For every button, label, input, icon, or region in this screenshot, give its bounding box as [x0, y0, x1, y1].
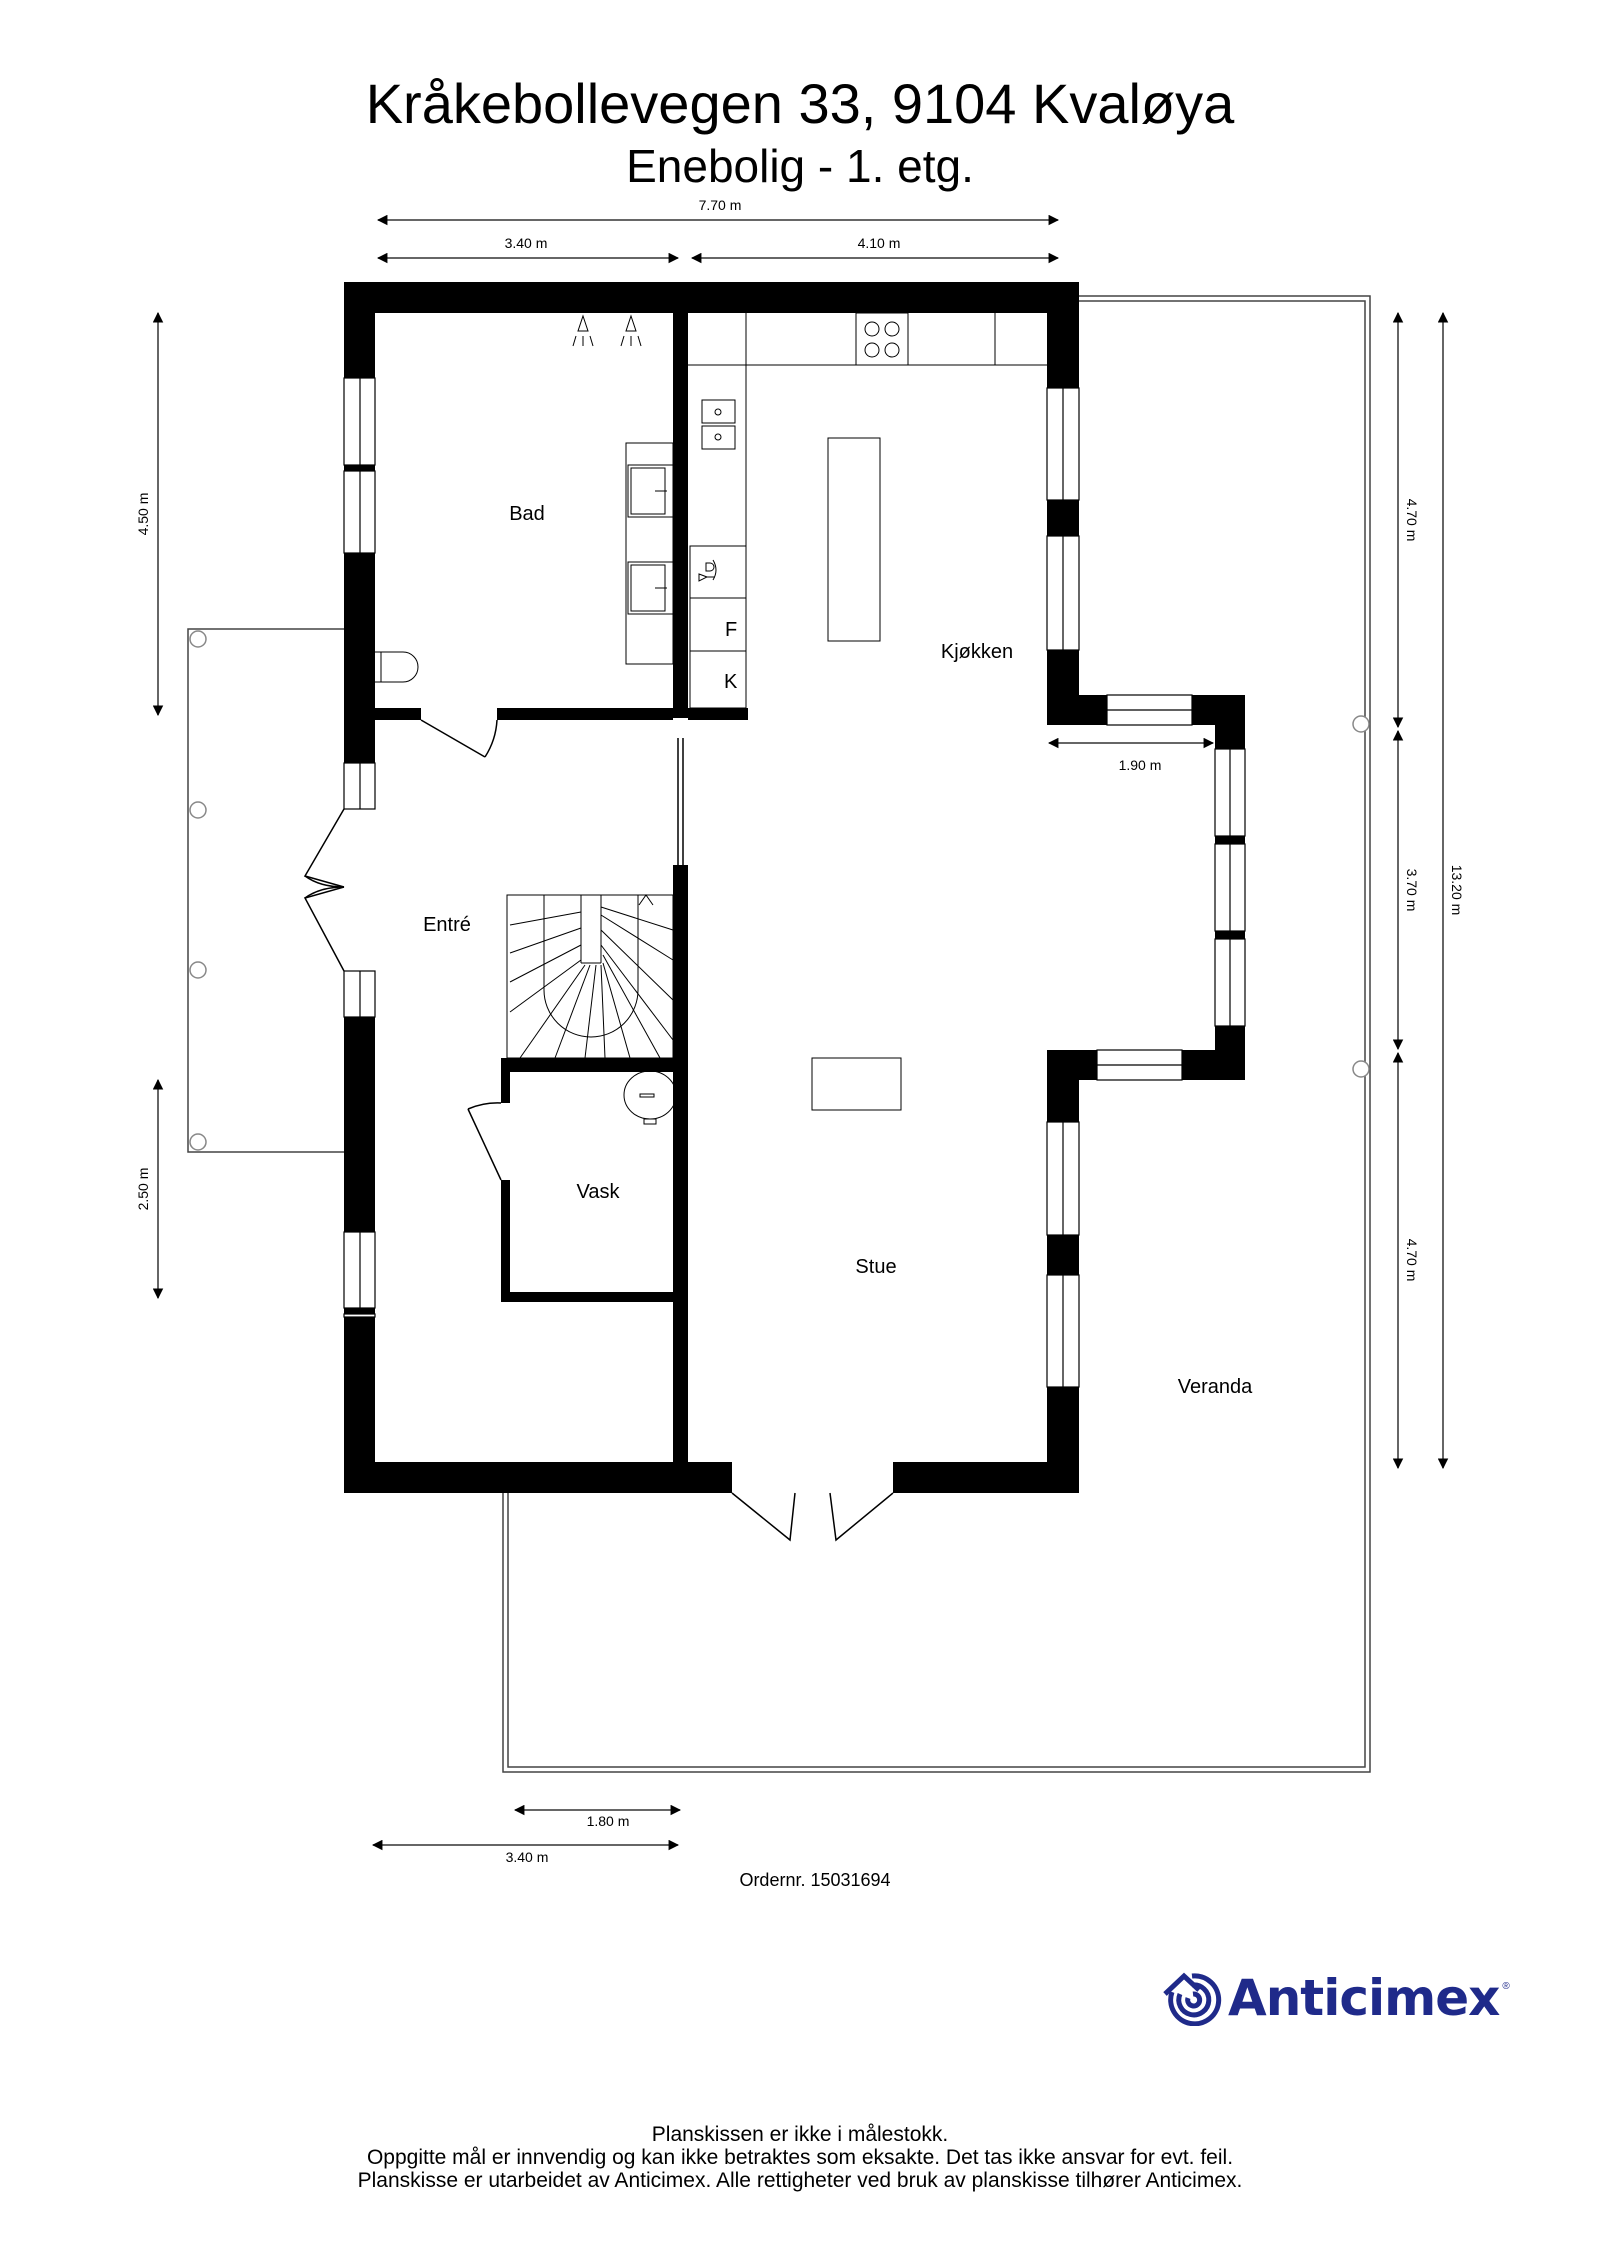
interior-walls — [375, 313, 748, 1462]
dim-bottom-short: 1.80 m — [587, 1813, 630, 1829]
doors — [303, 719, 894, 1542]
freezer-label: K — [724, 671, 738, 693]
anticimex-emblem-icon — [1163, 1972, 1222, 2026]
sink-icon — [701, 399, 736, 450]
windows — [343, 377, 1246, 1388]
anticimex-logo: Anticimex ® — [1162, 1968, 1510, 2028]
disclaimer-line-1: Planskissen er ikke i målestokk. — [651, 2123, 949, 2146]
disclaimer-line-2: Oppgitte mål er innvendig og kan ikke be… — [366, 2146, 1234, 2169]
dim-left-lower: 2.50 m — [135, 1168, 151, 1211]
floor-subtitle: Enebolig - 1. etg. — [626, 140, 974, 192]
dim-bottom-long: 3.40 m — [506, 1849, 549, 1865]
room-label-entre: Entré — [423, 914, 471, 936]
room-label-stue: Stue — [855, 1256, 896, 1278]
fridge-label: F — [725, 619, 737, 641]
exterior-walls — [344, 282, 1245, 1493]
staircase — [506, 894, 674, 1059]
shower-icon — [572, 314, 594, 347]
dim-left-upper: 4.50 m — [135, 493, 151, 536]
dimension-lines — [152, 214, 1449, 1851]
veranda-outline — [502, 295, 1371, 1773]
registered-mark: ® — [1502, 1980, 1510, 1992]
room-label-kjokken: Kjøkken — [941, 641, 1013, 663]
bathroom-fixtures — [375, 314, 674, 683]
dishwasher-icon — [689, 545, 747, 599]
shower-icon — [620, 314, 642, 347]
porch-outline — [187, 628, 344, 1153]
veranda-posts — [1352, 715, 1370, 1078]
kitchen-island — [827, 437, 881, 642]
kitchen-fixtures — [623, 312, 1047, 1125]
porch-posts — [189, 630, 207, 1151]
dim-right-middle: 3.70 m — [1404, 869, 1420, 912]
anticimex-wordmark: Anticimex — [1228, 1969, 1500, 2027]
room-label-bad: Bad — [509, 503, 545, 525]
dim-top-left: 3.40 m — [505, 235, 548, 251]
dim-right-upper: 4.70 m — [1404, 499, 1420, 542]
toilet-icon — [375, 651, 419, 683]
dim-right-lower: 4.70 m — [1404, 1239, 1420, 1282]
room-label-veranda: Veranda — [1178, 1376, 1253, 1398]
disclaimer-line-3: Planskisse er utarbeidet av Anticimex. A… — [357, 2169, 1243, 2192]
room-label-vask: Vask — [577, 1181, 621, 1203]
cooktop-icon — [864, 321, 900, 358]
dim-bay-depth: 1.90 m — [1119, 757, 1162, 773]
dining-table — [811, 1057, 902, 1111]
dim-top-total: 7.70 m — [699, 197, 742, 213]
dim-right-total: 13.20 m — [1449, 865, 1465, 916]
dim-top-right: 4.10 m — [858, 235, 901, 251]
disclaimer-footer: Planskissen er ikke i målestokk. Oppgitt… — [0, 2123, 1600, 2192]
order-number: Ordernr. 15031694 — [739, 1870, 891, 1890]
property-address-title: Kråkebollevegen 33, 9104 Kvaløya — [365, 72, 1235, 135]
